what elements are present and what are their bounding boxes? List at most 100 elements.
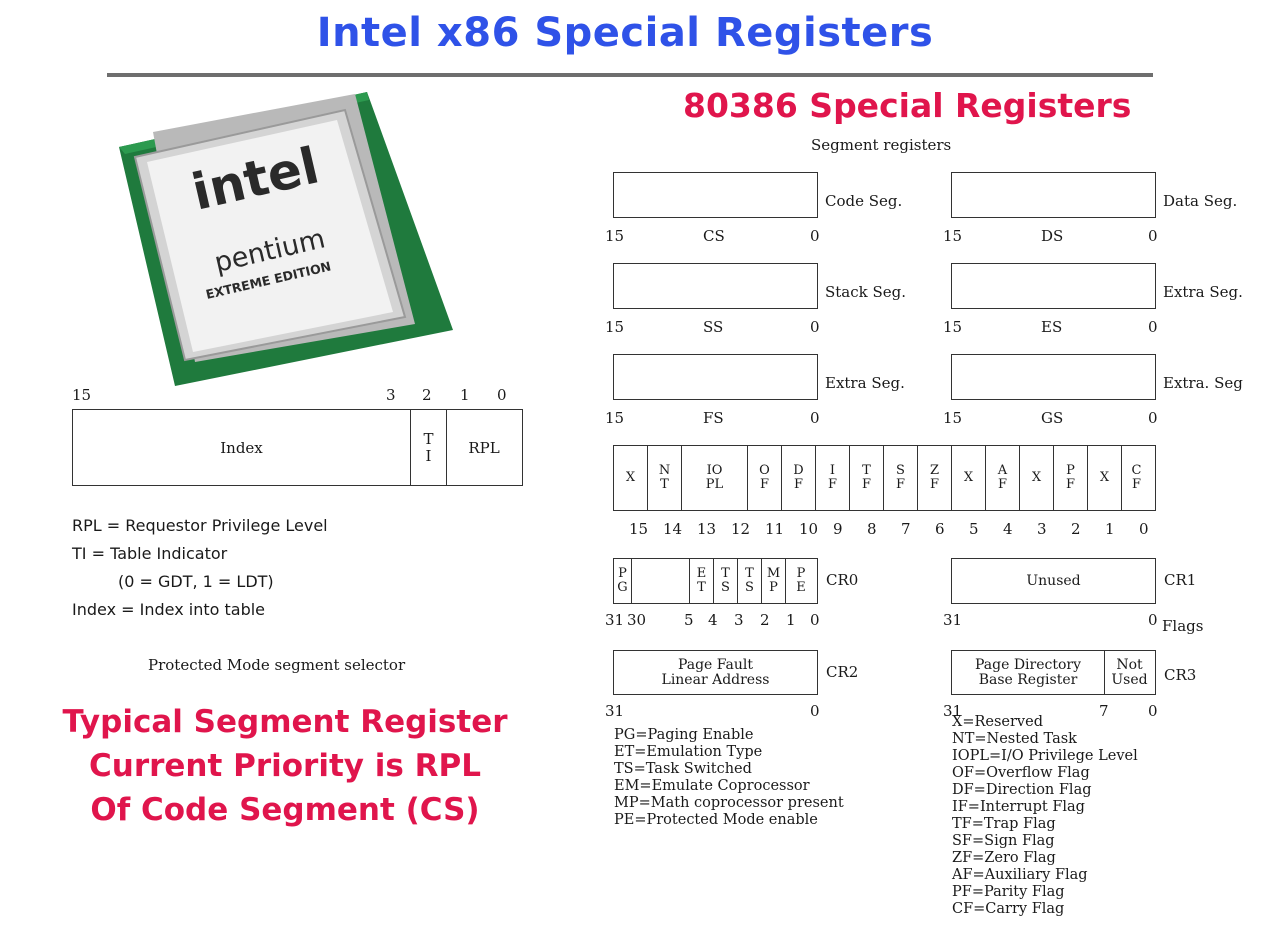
eflags-bit-number: 12 bbox=[731, 520, 751, 538]
fs-register-name: FS bbox=[703, 409, 724, 427]
callout-line-3: Of Code Segment (CS) bbox=[90, 792, 480, 828]
selector-ti-field: T I bbox=[411, 410, 447, 485]
legend-if: IF=Interrupt Flag bbox=[952, 799, 1085, 815]
eflags-bit-number: 5 bbox=[969, 520, 979, 538]
ds-bit-lo: 0 bbox=[1148, 227, 1158, 245]
cr0-bit-number: 30 bbox=[627, 611, 647, 629]
ti-values: (0 = GDT, 1 = LDT) bbox=[118, 572, 274, 591]
eflags-cell: C F bbox=[1131, 463, 1142, 492]
ss-segment-label: Stack Seg. bbox=[825, 283, 907, 301]
eflags-cell: T F bbox=[850, 446, 884, 510]
selector-bit-15: 15 bbox=[72, 386, 92, 404]
eflags-bit-number: 0 bbox=[1139, 520, 1149, 538]
eflags-bit-number: 14 bbox=[663, 520, 683, 538]
intel-chip-image: intel pentium EXTREME EDITION bbox=[119, 92, 453, 386]
legend-tf: TF=Trap Flag bbox=[952, 816, 1056, 832]
control-register-legend: PG=Paging Enable ET=Emulation Type TS=Ta… bbox=[614, 727, 844, 829]
gs-register-box bbox=[951, 354, 1156, 400]
cr0-bit-cell: T S bbox=[714, 559, 738, 603]
legend-x: X=Reserved bbox=[952, 714, 1043, 730]
ds-register-name: DS bbox=[1041, 227, 1064, 245]
cr0-bit-number: 1 bbox=[786, 611, 796, 629]
eflags-cell: S F bbox=[884, 446, 918, 510]
cr0-bit-number: 3 bbox=[734, 611, 744, 629]
cr1-content: Unused bbox=[1026, 573, 1081, 589]
cr2-bit-hi: 31 bbox=[605, 702, 625, 720]
legend-zf: ZF=Zero Flag bbox=[952, 850, 1056, 866]
cr3-base-field: Page Directory Base Register bbox=[952, 651, 1105, 694]
gs-bit-lo: 0 bbox=[1148, 409, 1158, 427]
cr2-register: Page Fault Linear Address bbox=[613, 650, 818, 695]
segment-selector-diagram: Index T I RPL bbox=[72, 409, 523, 486]
legend-of: OF=Overflow Flag bbox=[952, 765, 1090, 781]
eflags-cell: X bbox=[952, 446, 986, 510]
legend-af: AF=Auxiliary Flag bbox=[952, 867, 1088, 883]
legend-pg: PG=Paging Enable bbox=[614, 727, 754, 743]
cr0-bit-cell: P E bbox=[796, 566, 806, 595]
cr0-label: CR0 bbox=[826, 571, 859, 589]
legend-sf: SF=Sign Flag bbox=[952, 833, 1055, 849]
eflags-cell: X bbox=[1020, 446, 1054, 510]
eflags-bit-number: 3 bbox=[1037, 520, 1047, 538]
cr0-bit-cell: E T bbox=[690, 559, 714, 603]
legend-iopl: IOPL=I/O Privilege Level bbox=[952, 748, 1138, 764]
callout-line-1: Typical Segment Register bbox=[62, 704, 508, 740]
segment-registers-heading: Segment registers bbox=[811, 136, 952, 154]
cr3-bit-lo: 0 bbox=[1148, 702, 1158, 720]
cr0-bit-number: 4 bbox=[708, 611, 718, 629]
cr3-register: Page Directory Base Register Not Used bbox=[951, 650, 1156, 695]
slide-title: Intel x86 Special Registers bbox=[316, 10, 934, 56]
cs-bit-hi: 15 bbox=[605, 227, 625, 245]
cr1-bit-hi: 31 bbox=[943, 611, 963, 629]
eflags-cell: I F bbox=[816, 446, 850, 510]
cr3-label: CR3 bbox=[1164, 666, 1197, 684]
section-subtitle: 80386 Special Registers bbox=[683, 86, 1132, 125]
legend-nt: NT=Nested Task bbox=[952, 731, 1077, 747]
cr2-label: CR2 bbox=[826, 663, 859, 681]
selector-bit-0: 0 bbox=[497, 386, 507, 404]
selector-caption: Protected Mode segment selector bbox=[148, 656, 406, 674]
legend-pf: PF=Parity Flag bbox=[952, 884, 1065, 900]
rpl-callout: Typical Segment Register Current Priorit… bbox=[40, 700, 530, 832]
eflags-cell: P F bbox=[1054, 446, 1088, 510]
fs-segment-label: Extra Seg. bbox=[825, 374, 905, 392]
eflags-bit-number: 4 bbox=[1003, 520, 1013, 538]
es-bit-lo: 0 bbox=[1148, 318, 1158, 336]
cr0-bit-number: 31 bbox=[605, 611, 625, 629]
eflags-bit-number: 15 bbox=[629, 520, 649, 538]
selector-index-field: Index bbox=[73, 410, 411, 485]
eflags-bit-number: 13 bbox=[697, 520, 717, 538]
cr3-unused-field: Not Used bbox=[1111, 656, 1148, 688]
cr2-bit-lo: 0 bbox=[810, 702, 820, 720]
fs-bit-hi: 15 bbox=[605, 409, 625, 427]
cr1-bit-lo: 0 bbox=[1148, 611, 1158, 629]
gs-register-name: GS bbox=[1041, 409, 1064, 427]
cr1-register: Unused bbox=[951, 558, 1156, 604]
eflags-bit-number: 7 bbox=[901, 520, 911, 538]
eflags-bit-number: 2 bbox=[1071, 520, 1081, 538]
gs-bit-hi: 15 bbox=[943, 409, 963, 427]
cr0-bit-number: 0 bbox=[810, 611, 820, 629]
ss-bit-hi: 15 bbox=[605, 318, 625, 336]
eflags-cell: Z F bbox=[918, 446, 952, 510]
cr3-bit-hi: 31 bbox=[943, 702, 963, 720]
eflags-cell: A F bbox=[986, 446, 1020, 510]
legend-et: ET=Emulation Type bbox=[614, 744, 763, 760]
eflags-bit-number: 6 bbox=[935, 520, 945, 538]
flag-legend: X=Reserved NT=Nested Task IOPL=I/O Privi… bbox=[952, 714, 1138, 918]
legend-mp: MP=Math coprocessor present bbox=[614, 795, 844, 811]
cs-register-box bbox=[613, 172, 818, 218]
fs-register-box bbox=[613, 354, 818, 400]
eflags-bit-number: 11 bbox=[765, 520, 785, 538]
eflags-cell: O F bbox=[748, 446, 782, 510]
legend-cf: CF=Carry Flag bbox=[952, 901, 1065, 917]
legend-df: DF=Direction Flag bbox=[952, 782, 1092, 798]
ds-register-box bbox=[951, 172, 1156, 218]
eflags-bit-number: 8 bbox=[867, 520, 877, 538]
cs-register-name: CS bbox=[703, 227, 725, 245]
cr0-bit-number: 5 bbox=[684, 611, 694, 629]
cr0-bit-cell bbox=[632, 559, 690, 603]
cr0-bit-cell: T S bbox=[738, 559, 762, 603]
